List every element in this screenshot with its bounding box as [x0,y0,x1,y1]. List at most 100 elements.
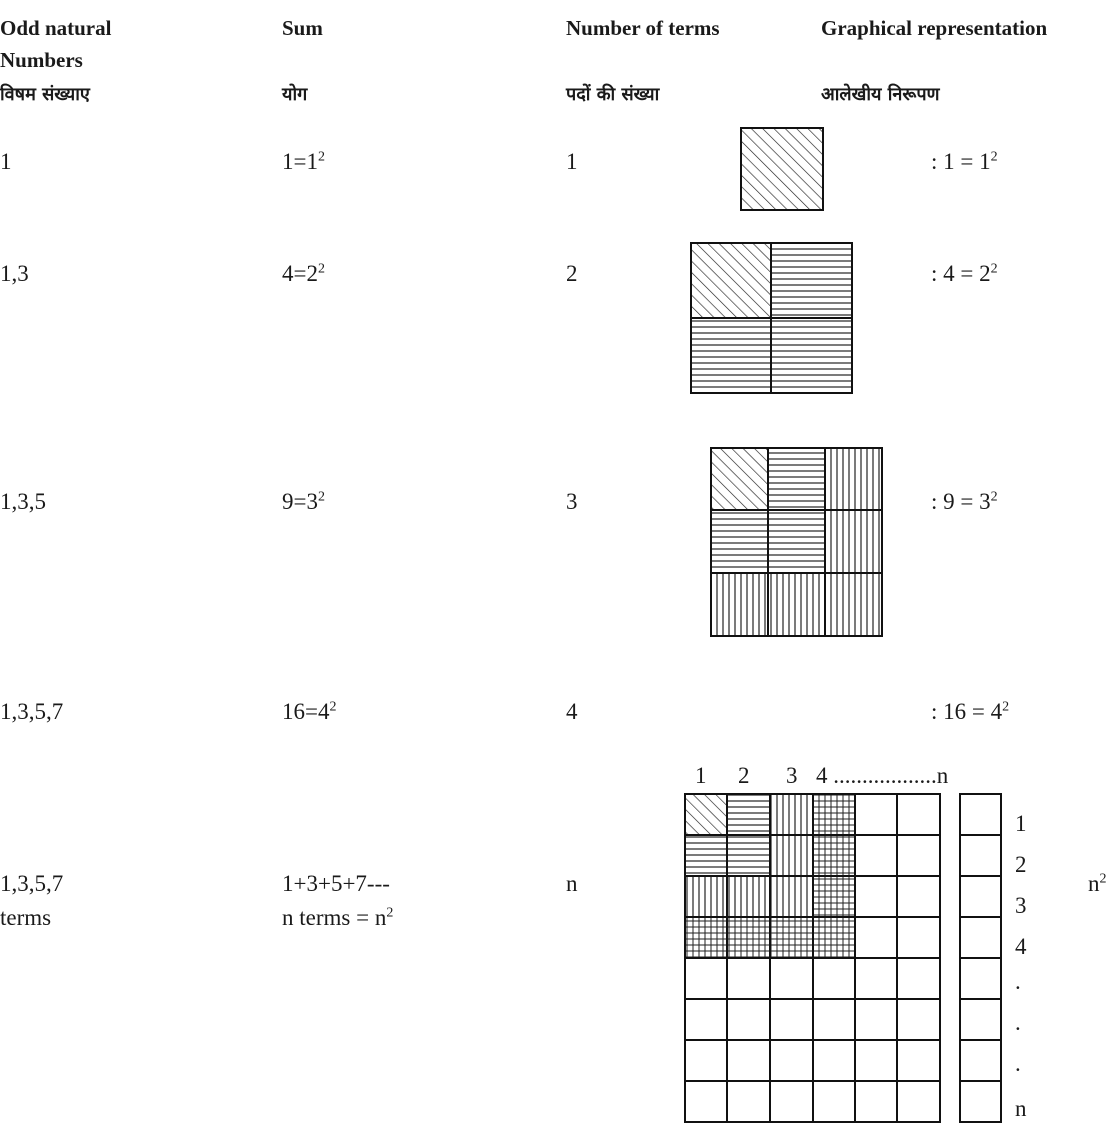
ngrid-cell [769,1080,814,1123]
ngrid-row-label-2: 2 [1015,852,1027,877]
ngrid-cell [769,916,814,959]
row2-odd: 1,3 [0,261,29,286]
row3-sum: 9=32 [282,489,325,514]
ngrid-row-label-4: 4 [1015,934,1027,959]
ngrid-cell [684,916,728,959]
ngrid-cell [684,1080,728,1123]
ngrid-cell [769,1039,814,1082]
ngrid-row-label-dot3: . [1015,1051,1021,1076]
ngrid-cell [726,834,771,877]
ngrid-cell [896,1080,941,1123]
ngrid-cell [959,1039,1002,1082]
ngrid-cell [769,793,814,836]
ngrid-cell [854,916,898,959]
row4-sum: 16=42 [282,699,337,724]
header-graph: Graphical representation [821,16,1048,40]
row2-terms: 2 [566,261,578,286]
general-result: n2 [1088,871,1107,896]
ngrid-cell [959,998,1002,1041]
ngrid-cell [854,998,898,1041]
header-terms-hindi: पदों की संख्या [566,84,660,105]
ngrid-cell [959,957,1002,1000]
ngrid-col-label-3: 3 [786,763,798,788]
header-sum-hindi: योग [282,84,308,105]
ngrid-cell [896,875,941,918]
header-odd-line1: Odd natural [0,16,112,40]
ngrid-cell [726,916,771,959]
row1-result: : 1 = 12 [931,149,998,174]
ngrid-cell [896,916,941,959]
ngrid-cell [726,875,771,918]
row1-terms: 1 [566,149,578,174]
row4-result: : 16 = 42 [931,699,1010,724]
row3-result: : 9 = 32 [931,489,998,514]
ngrid-cell [896,834,941,877]
ngrid-cell [812,875,856,918]
ngrid-cell [959,1080,1002,1123]
ngrid-cell [769,957,814,1000]
row2-sum: 4=22 [282,261,325,286]
ngrid-cell [684,875,728,918]
ngrid-col-label-4-n: 4 ..................n [816,763,949,788]
ngrid-cell [812,834,856,877]
ngrid-cell [726,1039,771,1082]
ngrid-cell [684,998,728,1041]
ngrid-row-label-3: 3 [1015,893,1027,918]
ngrid-cell [959,875,1002,918]
header-terms: Number of terms [566,16,720,40]
ngrid-row-label-dot2: . [1015,1010,1021,1035]
ngrid-cell [854,793,898,836]
header-sum: Sum [282,16,323,40]
ngrid-cell [684,834,728,877]
ngrid-col-label-2: 2 [738,763,750,788]
ngrid-cell [812,998,856,1041]
general-sum-line2: n terms = n2 [282,905,394,930]
header-graph-hindi: आलेखीय निरूपण [821,84,940,105]
ngrid-cell [854,875,898,918]
general-sum-line1: 1+3+5+7--- [282,871,390,896]
ngrid-cell [812,916,856,959]
ngrid-row-label-dot1: . [1015,969,1021,994]
ngrid-cell [769,834,814,877]
ngrid-cell [854,1039,898,1082]
square-figure-1 [740,127,824,211]
ngrid-cell [726,998,771,1041]
ngrid-cell [854,834,898,877]
ngrid-cell [959,916,1002,959]
ngrid-cell [726,957,771,1000]
ngrid-row-label-n: n [1015,1096,1027,1121]
header-odd-hindi: विषम संख्याए [0,84,90,105]
ngrid-cell [896,957,941,1000]
row4-odd: 1,3,5,7 [0,699,64,724]
ngrid-cell [812,1039,856,1082]
general-odd-line1: 1,3,5,7 [0,871,64,896]
ngrid-cell [684,957,728,1000]
square-figure-3 [710,447,883,637]
ngrid-cell [684,793,728,836]
ngrid-col-label-1: 1 [695,763,707,788]
row3-odd: 1,3,5 [0,489,46,514]
ngrid-cell [812,793,856,836]
ngrid-cell [769,875,814,918]
ngrid-cell [959,793,1002,836]
ngrid-cell [812,957,856,1000]
row1-odd: 1 [0,149,12,174]
ngrid-cell [896,1039,941,1082]
ngrid-cell [769,998,814,1041]
ngrid-cell [726,1080,771,1123]
ngrid-row-label-1: 1 [1015,811,1027,836]
ngrid-cell [726,793,771,836]
row1-sum: 1=12 [282,149,325,174]
row3-terms: 3 [566,489,578,514]
ngrid-cell [959,834,1002,877]
row2-result: : 4 = 22 [931,261,998,286]
ngrid-cell [854,957,898,1000]
ngrid-cell [854,1080,898,1123]
ngrid-cell [684,1039,728,1082]
square-figure-2 [690,242,853,394]
row4-terms: 4 [566,699,578,724]
square-figure-n [684,793,1002,1123]
ngrid-cell [896,998,941,1041]
ngrid-cell [812,1080,856,1123]
